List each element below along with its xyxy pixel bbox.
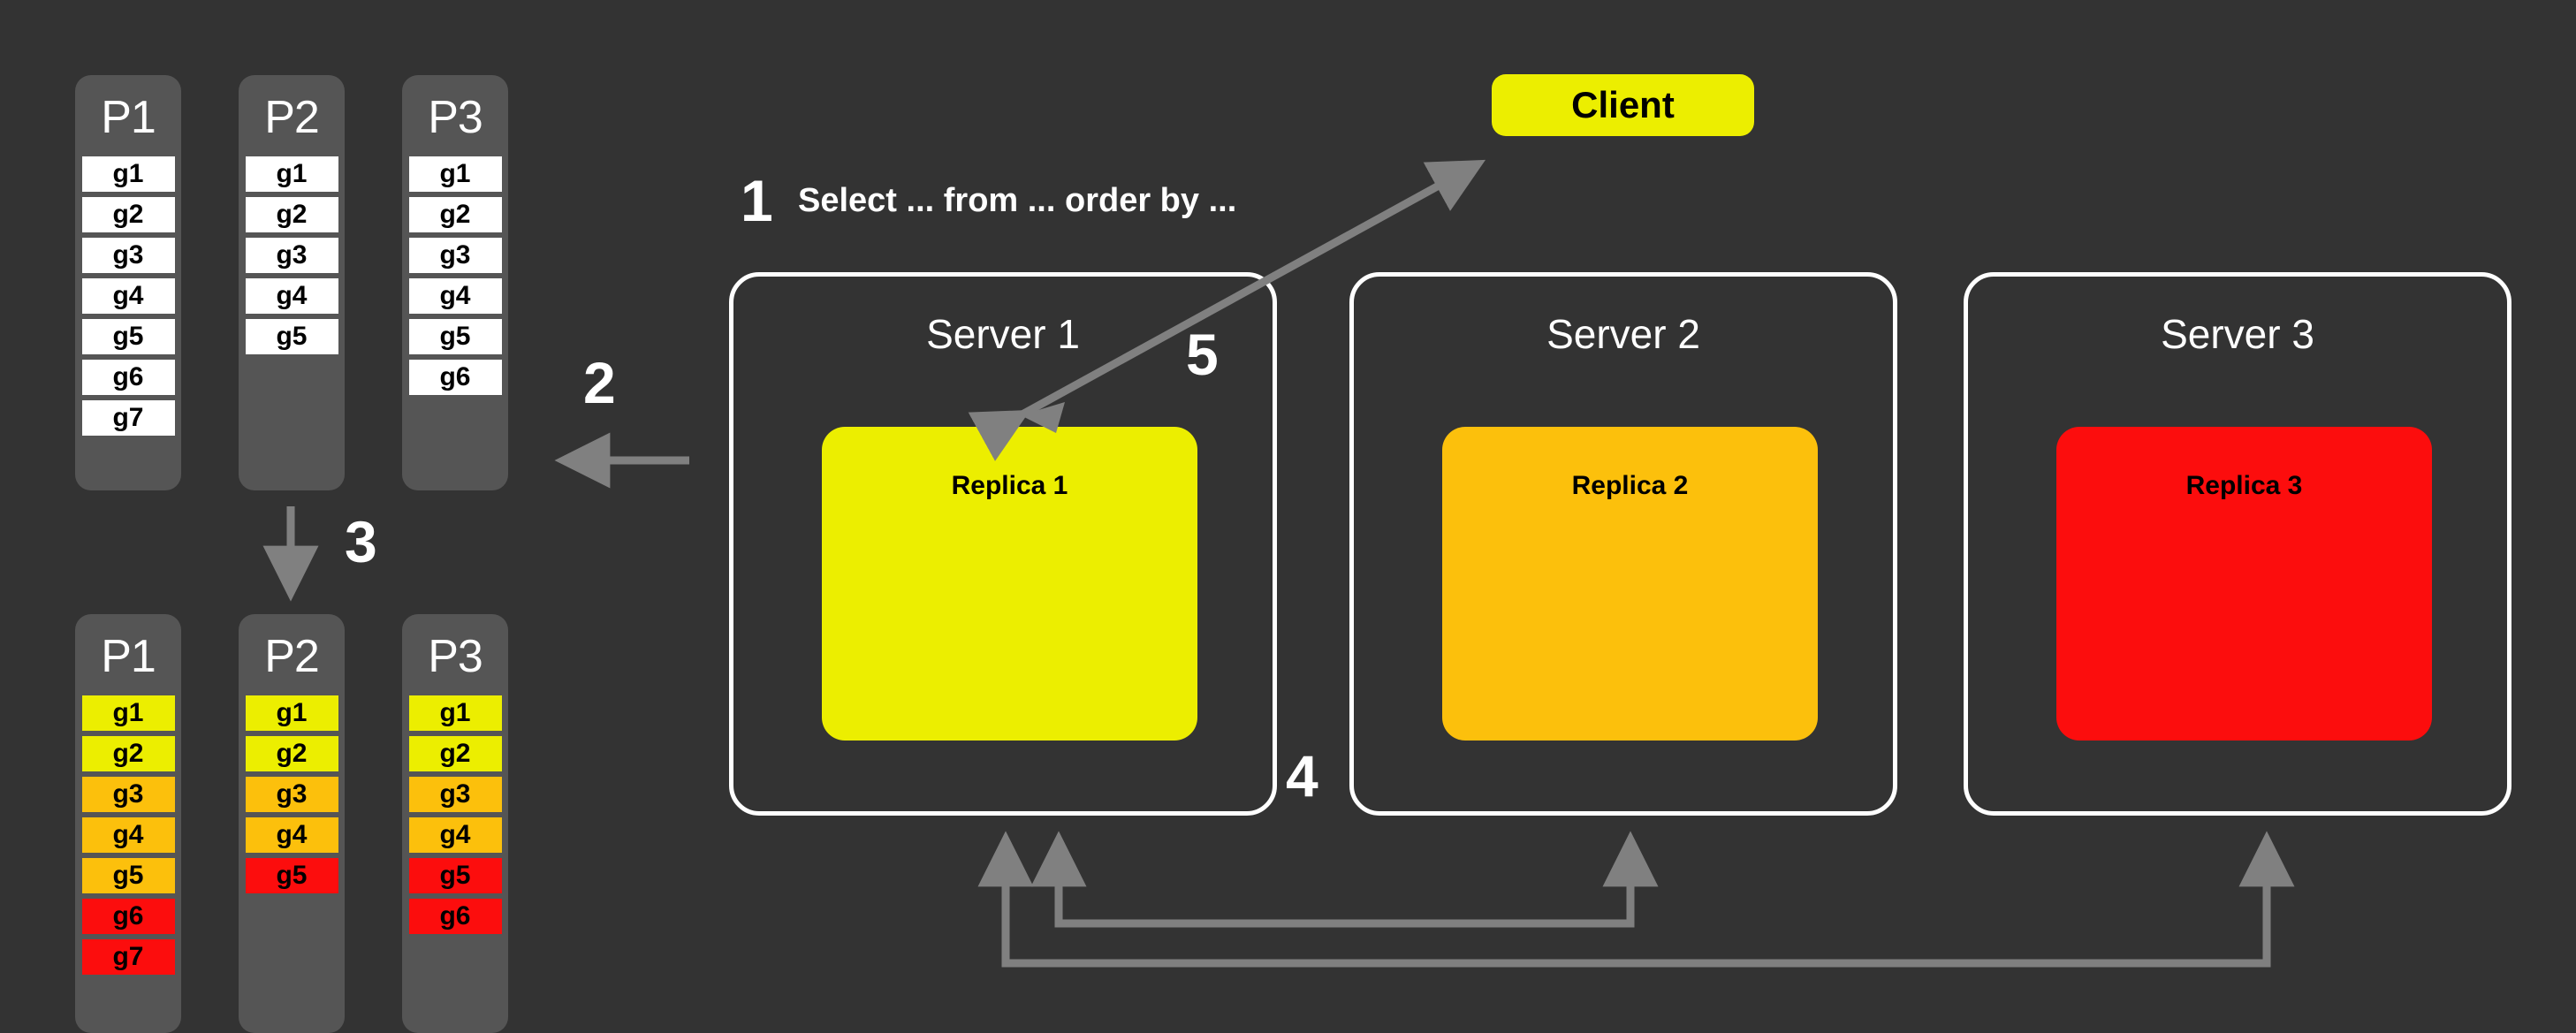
replica-1[interactable]: Replica 1	[822, 427, 1197, 741]
partition-cell: g4	[81, 817, 175, 853]
partition-cells: g1 g2 g3 g4 g5 g6 g7	[81, 695, 175, 975]
partition-top-p3: P3 g1 g2 g3 g4 g5 g6	[402, 75, 508, 490]
partition-title: P2	[264, 631, 320, 682]
partition-top-p1: P1 g1 g2 g3 g4 g5 g6 g7	[75, 75, 181, 490]
partition-cells: g1 g2 g3 g4 g5 g6	[408, 695, 502, 934]
server-3: Server 3 Replica 3	[1964, 272, 2511, 816]
partition-cell: g3	[408, 238, 502, 273]
partition-cells: g1 g2 g3 g4 g5	[245, 156, 338, 354]
partition-cell: g2	[81, 197, 175, 232]
partition-title: P3	[428, 92, 483, 143]
partition-cell: g4	[245, 278, 338, 314]
step-number-2: 2	[583, 350, 616, 415]
partition-cell: g6	[408, 899, 502, 934]
client-label: Client	[1571, 84, 1675, 125]
partition-cell: g6	[408, 360, 502, 395]
replica-3[interactable]: Replica 3	[2056, 427, 2432, 741]
server-1: Server 1 Replica 1	[729, 272, 1277, 816]
arrow-step-4-outer	[977, 831, 2295, 968]
partition-bottom-p1: P1 g1 g2 g3 g4 g5 g6 g7	[75, 614, 181, 1033]
partition-cell: g5	[408, 858, 502, 893]
replica-label: Replica 3	[2185, 471, 2303, 500]
partition-cell: g1	[245, 156, 338, 192]
partition-cell: g7	[81, 400, 175, 436]
server-title: Server 2	[1546, 311, 1700, 357]
partition-cell: g5	[81, 319, 175, 354]
step-number-3: 3	[345, 509, 377, 574]
client-node[interactable]: Client	[1492, 74, 1754, 136]
partition-top-p2: P2 g1 g2 g3 g4 g5	[239, 75, 345, 490]
partition-cell: g3	[81, 777, 175, 812]
partition-cell: g5	[245, 319, 338, 354]
arrow-step-4-inner	[1030, 831, 1659, 928]
partition-cell: g4	[245, 817, 338, 853]
partition-title: P1	[101, 631, 156, 682]
server-2: Server 2 Replica 2	[1349, 272, 1897, 816]
partition-cell: g7	[81, 939, 175, 975]
partition-title: P1	[101, 92, 156, 143]
partition-cell: g1	[245, 695, 338, 731]
server-title: Server 3	[2161, 311, 2314, 357]
partition-cell: g4	[408, 278, 502, 314]
partition-bottom-p2: P2 g1 g2 g3 g4 g5	[239, 614, 345, 1033]
partition-cell: g5	[81, 858, 175, 893]
partition-cells: g1 g2 g3 g4 g5 g6 g7	[81, 156, 175, 436]
partition-cell: g4	[408, 817, 502, 853]
partition-cell: g2	[408, 736, 502, 771]
partition-cell: g3	[81, 238, 175, 273]
partition-cell: g5	[408, 319, 502, 354]
step-number-4: 4	[1286, 743, 1318, 809]
partition-cell: g1	[408, 695, 502, 731]
query-label: Select ... from ... order by ...	[798, 182, 1237, 219]
partition-cell: g3	[408, 777, 502, 812]
step-number-1: 1	[741, 168, 773, 233]
partition-cell: g2	[408, 197, 502, 232]
partition-cells: g1 g2 g3 g4 g5	[245, 695, 338, 893]
partition-cell: g1	[81, 695, 175, 731]
partition-cell: g6	[81, 899, 175, 934]
replica-label: Replica 2	[1571, 471, 1689, 500]
partition-cell: g2	[245, 197, 338, 232]
partition-cell: g3	[245, 238, 338, 273]
replica-2[interactable]: Replica 2	[1442, 427, 1818, 741]
step-number-5: 5	[1186, 322, 1219, 387]
partition-cell: g1	[408, 156, 502, 192]
partition-cell: g2	[81, 736, 175, 771]
partition-cell: g6	[81, 360, 175, 395]
partition-cell: g2	[245, 736, 338, 771]
replica-label: Replica 1	[951, 471, 1068, 500]
partition-cell: g5	[245, 858, 338, 893]
partition-cells: g1 g2 g3 g4 g5 g6	[408, 156, 502, 395]
partition-cell: g1	[81, 156, 175, 192]
partition-title: P2	[264, 92, 320, 143]
partition-cell: g4	[81, 278, 175, 314]
partition-cell: g3	[245, 777, 338, 812]
partition-bottom-p3: P3 g1 g2 g3 g4 g5 g6	[402, 614, 508, 1033]
partition-title: P3	[428, 631, 483, 682]
